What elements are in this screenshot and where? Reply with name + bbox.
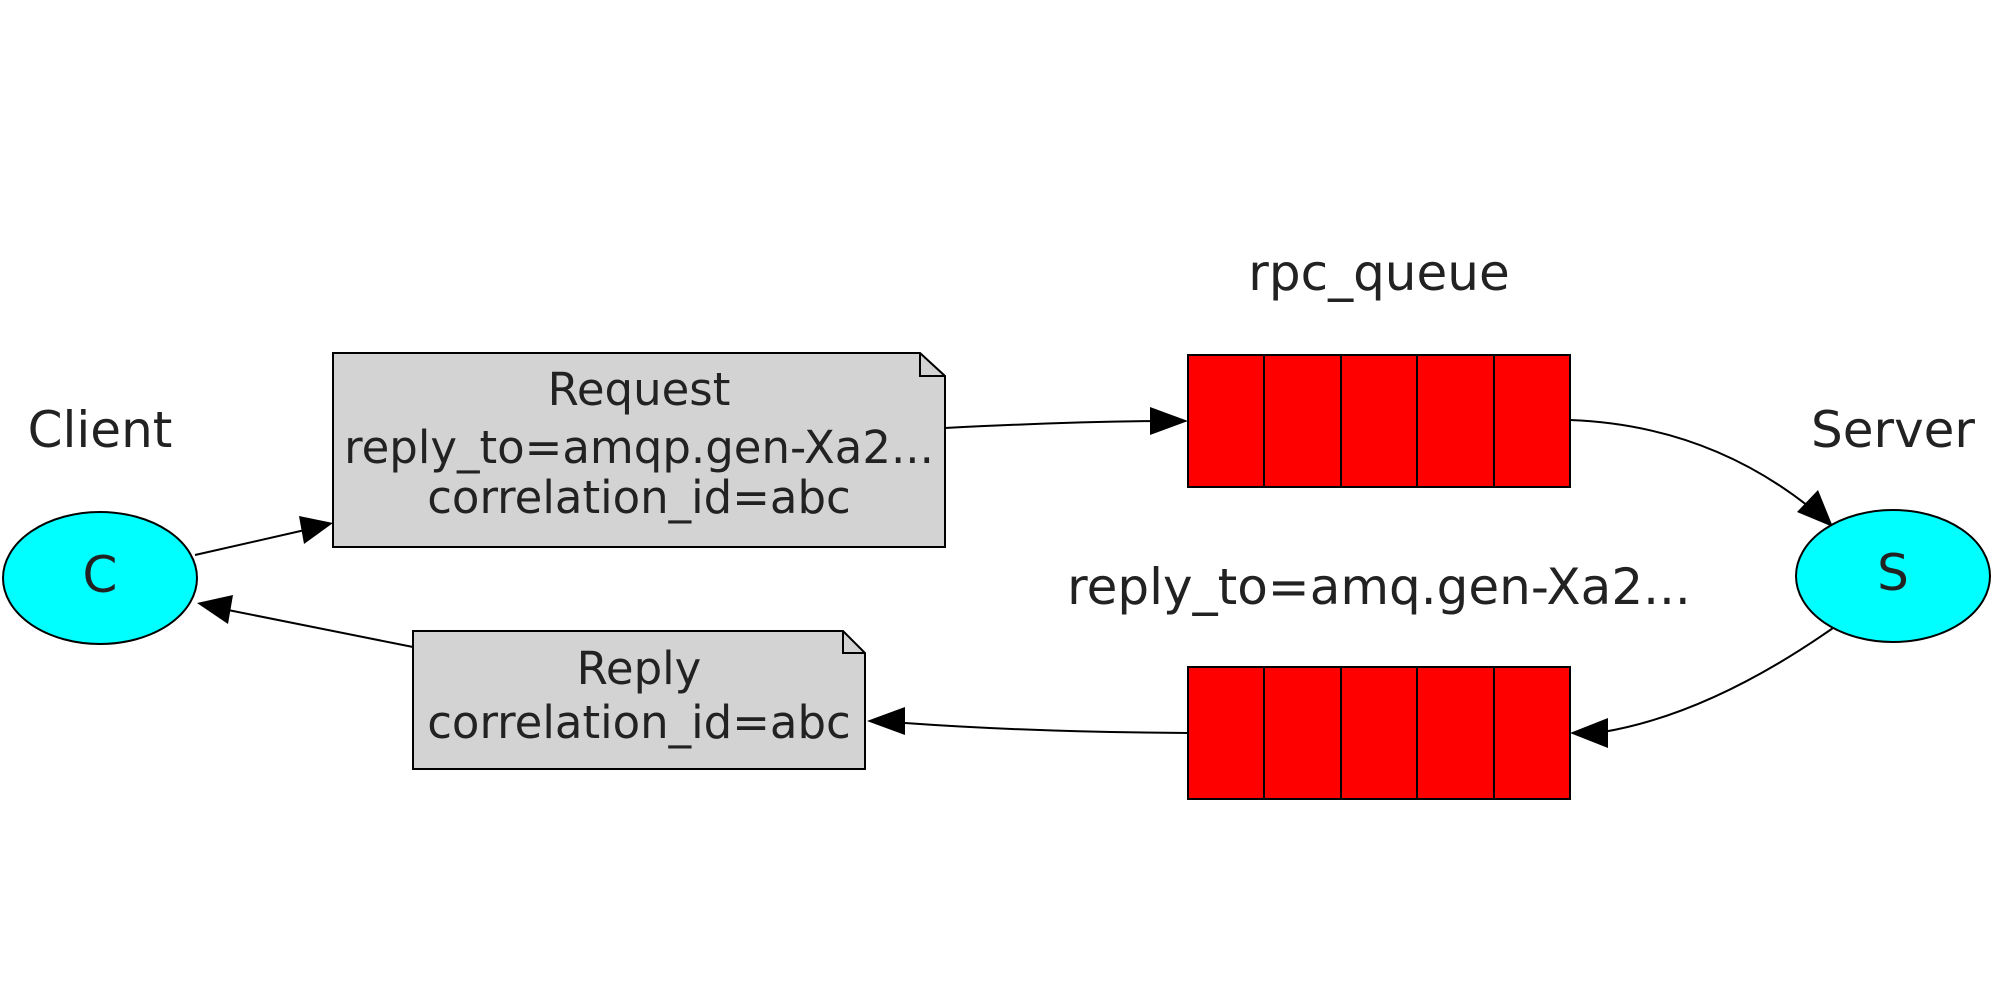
client-letter: C <box>83 546 118 604</box>
reply-message: Reply correlation_id=abc <box>412 630 866 770</box>
arrow-server-to-reply-queue <box>1570 718 1608 748</box>
edge-client-to-request <box>194 529 306 556</box>
client-node: Client C <box>2 401 198 645</box>
request-note-shape <box>332 352 946 548</box>
arrow-client-to-request <box>299 516 333 544</box>
edges <box>194 407 1834 748</box>
request-queue-box <box>1187 354 1571 488</box>
server-title: Server <box>1811 401 1975 459</box>
arrow-reply-queue-to-reply <box>867 707 905 735</box>
request-line-3: correlation_id=abc <box>427 471 851 524</box>
server-node: Server S <box>1795 401 1991 643</box>
server-ellipse <box>1795 509 1991 643</box>
edge-server-to-reply-queue <box>1602 627 1834 733</box>
arrow-queue-to-server <box>1797 490 1833 527</box>
reply-note-shape <box>412 630 866 770</box>
reply-queue-title: reply_to=amq.gen-Xa2... <box>1067 558 1691 616</box>
reply-queue-box <box>1187 666 1571 800</box>
request-line-2: reply_to=amqp.gen-Xa2... <box>344 421 934 474</box>
reply-queue: reply_to=amq.gen-Xa2... <box>1067 558 1691 800</box>
request-message: Request reply_to=amqp.gen-Xa2... correla… <box>332 352 946 548</box>
reply-line-1: Reply <box>577 642 702 695</box>
edge-queue-to-server <box>1569 419 1809 507</box>
arrow-reply-to-client <box>197 595 233 624</box>
client-ellipse <box>2 511 198 645</box>
server-letter: S <box>1877 544 1909 602</box>
edge-reply-queue-to-reply <box>904 722 1189 734</box>
edge-reply-to-client <box>227 609 414 648</box>
request-line-1: Request <box>548 363 731 416</box>
request-queue: rpc_queue <box>1187 244 1571 488</box>
request-queue-title: rpc_queue <box>1248 244 1509 302</box>
request-note-fold <box>919 353 945 377</box>
reply-line-2: correlation_id=abc <box>427 696 851 749</box>
client-title: Client <box>28 401 173 459</box>
reply-note-fold <box>842 631 865 654</box>
arrow-request-to-queue <box>1150 407 1188 435</box>
edge-request-to-queue <box>944 420 1159 429</box>
